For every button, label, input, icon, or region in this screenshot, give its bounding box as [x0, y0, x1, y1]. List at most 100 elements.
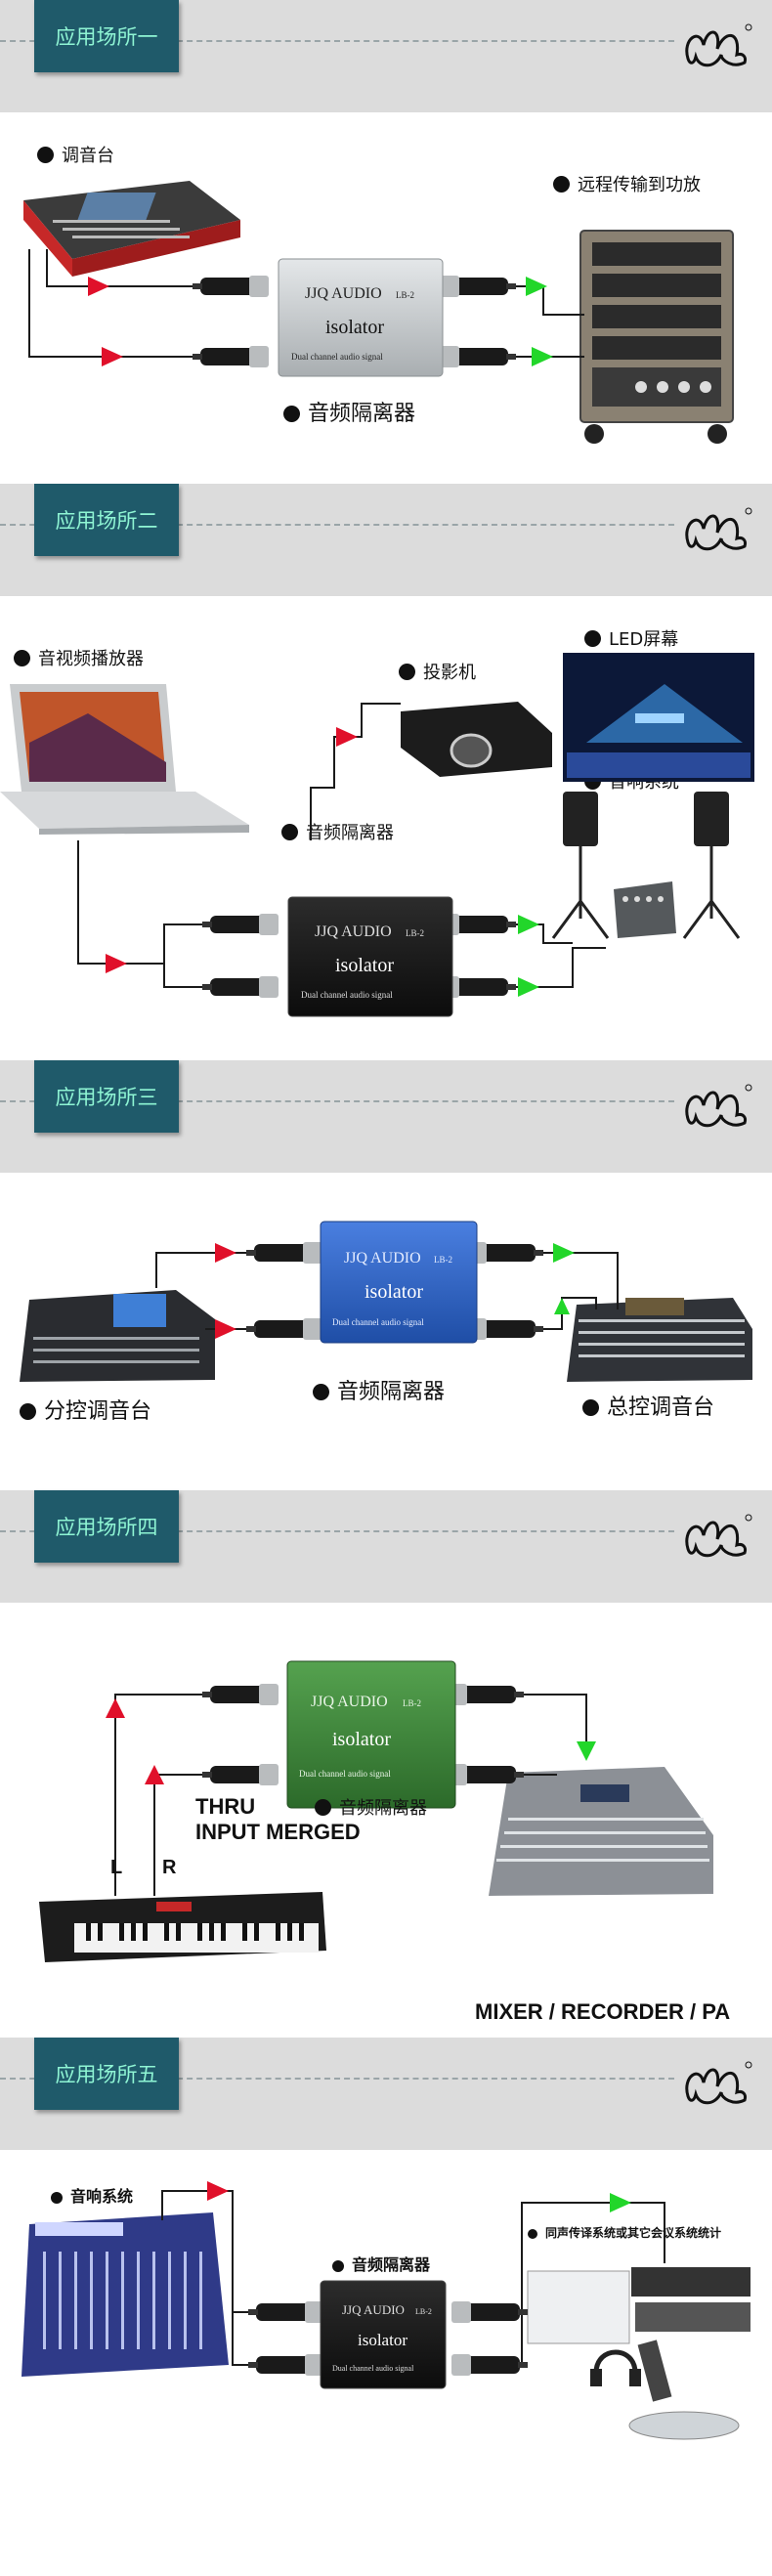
keyboard-image — [39, 1892, 326, 1962]
bullet-icon — [553, 176, 570, 193]
interpretation-system-image — [527, 2267, 751, 2440]
diagram-5: JJQ AUDIO LB-2 isolator Dual channel aud… — [0, 2150, 772, 2576]
remote-label: 远程传输到功放 — [553, 171, 701, 196]
arrow-out-icon — [518, 977, 539, 997]
isolator-box — [278, 258, 444, 377]
isolator-label: 音频隔离器 — [313, 1374, 445, 1405]
isolator-caption: Dual channel audio signal — [332, 2364, 414, 2373]
speaker-system-image — [551, 792, 741, 939]
isolator-label: 音频隔离器 — [315, 1794, 427, 1820]
arrow-out-icon — [610, 2193, 631, 2212]
divider — [0, 524, 674, 526]
bullet-icon — [582, 1399, 599, 1416]
speakers-label: 音响系统 — [51, 2183, 133, 2207]
arrow-in-icon — [88, 277, 109, 296]
main-console-image — [567, 1298, 752, 1382]
arrow-in-icon — [207, 2181, 229, 2201]
isolator-brand: JJQ AUDIO — [315, 923, 392, 940]
arrow-out-icon — [518, 915, 539, 934]
arrow-in-icon — [336, 727, 358, 747]
isolator-name: isolator — [332, 1729, 391, 1750]
led-label: LED屏幕 — [584, 625, 678, 651]
mixing-console-image — [23, 181, 240, 277]
arrow-in-icon — [145, 1765, 164, 1784]
arrow-out-icon — [526, 277, 547, 296]
thru-label: THRU — [195, 1794, 256, 1819]
section-tab: 应用场所三 — [34, 1060, 179, 1133]
isolator-name: isolator — [358, 2331, 407, 2349]
isolator-brand: JJQ AUDIO — [311, 1694, 388, 1710]
bullet-icon — [51, 2192, 63, 2204]
bullet-icon — [528, 2229, 537, 2239]
isolator-model: LB-2 — [406, 928, 424, 938]
isolator-box — [320, 2280, 447, 2389]
led-screen-image — [563, 653, 754, 782]
isolator-caption: Dual channel audio signal — [299, 1769, 391, 1779]
speaker-mixer-image — [21, 2212, 229, 2377]
section-tab: 应用场所一 — [34, 0, 179, 72]
sub-console-image — [20, 1290, 215, 1382]
isolator-brand: JJQ AUDIO — [305, 285, 382, 302]
bullet-icon — [399, 664, 415, 680]
section-header-band: 应用场所五 — [0, 2038, 772, 2150]
signal-diagram: JJQ AUDIO LB-2 isolator Dual channel aud… — [21, 2181, 751, 2440]
isolator-model: LB-2 — [434, 1255, 452, 1265]
signal-diagram: JJQ AUDIO LB-2 isolator Dual channel aud… — [0, 653, 754, 1017]
bullet-icon — [281, 824, 298, 840]
isolator-caption: Dual channel audio signal — [332, 1317, 424, 1327]
player-label: 音视频播放器 — [14, 645, 144, 670]
bullet-icon — [332, 2260, 344, 2272]
arrow-in-icon — [215, 1243, 236, 1263]
console-label: 调音台 — [37, 142, 114, 167]
brand-logo-icon — [685, 507, 752, 551]
divider — [0, 1100, 674, 1102]
diagram-2: 音视频播放器 投影机 LED屏幕 音响系统 音频隔离器 — [0, 596, 772, 1060]
isolator-label: 音频隔离器 — [281, 819, 394, 844]
arrow-out-icon — [554, 1298, 570, 1314]
arrow-in-icon — [102, 347, 123, 366]
arrow-out-icon — [553, 1243, 575, 1263]
section-tab: 应用场所五 — [34, 2038, 179, 2110]
translation-label: 同声传译系统或其它会议系统统计 — [528, 2224, 721, 2241]
projector-label: 投影机 — [399, 659, 476, 684]
isolator-caption: Dual channel audio signal — [291, 352, 383, 362]
laptop-image — [0, 684, 249, 835]
arrow-out-icon — [577, 1741, 596, 1761]
signal-diagram: JJQ AUDIO LB-2 isolator Dual channel aud… — [39, 1660, 713, 1962]
mixer-recorder-image — [489, 1767, 713, 1896]
input-merged-label: INPUT MERGED — [195, 1820, 361, 1844]
brand-logo-icon — [685, 1084, 752, 1128]
channel-l-label: L — [110, 1857, 123, 1878]
isolator-box — [286, 1660, 456, 1809]
section-header-band: 应用场所三 — [0, 1060, 772, 1173]
diagram-3: JJQ AUDIO LB-2 isolator Dual channel aud… — [0, 1173, 772, 1490]
isolator-name: isolator — [365, 1281, 423, 1303]
arrow-in-icon — [106, 1698, 125, 1718]
section-header-band: 应用场所一 — [0, 0, 772, 112]
divider — [0, 2078, 674, 2080]
bullet-icon — [584, 630, 601, 647]
isolator-model: LB-2 — [396, 290, 414, 300]
diagram-1: 调音台 远程传输到功放 — [0, 112, 772, 484]
section-tab: 应用场所四 — [34, 1490, 179, 1563]
isolator-label: 音频隔离器 — [283, 396, 415, 427]
arrow-in-icon — [215, 1319, 236, 1339]
brand-logo-icon — [685, 23, 752, 67]
projector-image — [401, 702, 552, 777]
bullet-icon — [313, 1384, 329, 1400]
isolator-label: 音频隔离器 — [332, 2252, 430, 2275]
isolator-caption: Dual channel audio signal — [301, 990, 393, 1000]
amplifier-rack-image — [579, 230, 734, 444]
isolator-model: LB-2 — [415, 2307, 432, 2316]
isolator-model: LB-2 — [403, 1698, 421, 1708]
arrow-in-icon — [106, 954, 127, 973]
brand-logo-icon — [685, 2061, 752, 2105]
section-header-band: 应用场所二 — [0, 484, 772, 596]
signal-lines: JJQ AUDIO LB-2 isolator Dual channel aud… — [28, 249, 584, 377]
sub-console-label: 分控调音台 — [20, 1394, 151, 1425]
brand-logo-icon — [685, 1514, 752, 1558]
mixer-label: MIXER / RECORDER / PA — [475, 1999, 731, 2024]
diagram-4: JJQ AUDIO LB-2 isolator Dual channel aud… — [0, 1603, 772, 2042]
bullet-icon — [315, 1799, 331, 1816]
isolator-brand: JJQ AUDIO — [344, 1250, 421, 1267]
